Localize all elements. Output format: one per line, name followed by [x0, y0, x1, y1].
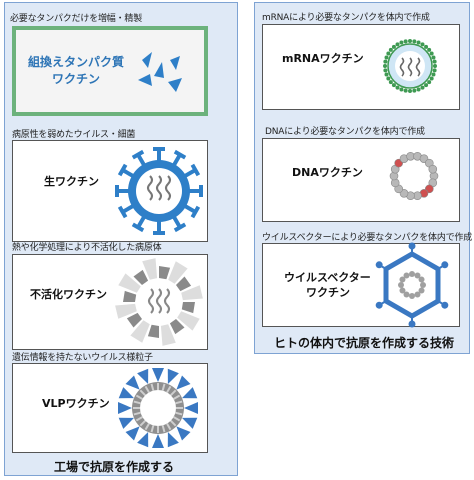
caption-recombinant: 必要なタンパクだけを増幅・精製: [10, 14, 143, 24]
recombinant-label-line2: ワクチン: [52, 72, 101, 86]
left-footer: 工場で抗原を作成する: [54, 460, 175, 474]
recombinant-label-line1: 組換えタンパク質: [28, 55, 125, 69]
dna-vaccine-label: DNAワクチン: [292, 166, 363, 179]
vector-label-line2: ワクチン: [306, 286, 350, 299]
card-recombinant: [12, 26, 208, 116]
live-virus-icon: [115, 147, 203, 235]
inactivated-virus-icon: [115, 258, 203, 346]
protein-fragments-icon: [138, 52, 182, 92]
caption-mrna: mRNAにより必要なタンパクを体内で作成: [262, 13, 430, 23]
caption-live: 病原性を弱めたウイルス・細菌: [12, 130, 136, 140]
vector-label-line1: ウイルスベクター: [284, 271, 371, 284]
caption-vlp: 遺伝情報を持たないウイルス様粒子: [12, 353, 153, 363]
inactivated-vaccine-label: 不活化ワクチン: [30, 288, 107, 301]
caption-vector: ウイルスベクターにより必要なタンパクを体内で作成: [262, 233, 473, 243]
lipid-nanoparticle-icon: [383, 39, 437, 93]
viral-vector-icon: [375, 242, 449, 328]
right-footer: ヒトの体内で抗原を作成する技術: [274, 336, 455, 350]
caption-inactivated: 熱や化学処理により不活化した病原体: [12, 243, 162, 253]
card-dna: [262, 138, 460, 222]
mrna-vaccine-label: mRNAワクチン: [282, 52, 364, 65]
vlp-particle-icon: [118, 368, 198, 448]
caption-dna: DNAにより必要なタンパクを体内で作成: [265, 127, 425, 137]
vlp-vaccine-label: VLPワクチン: [42, 397, 110, 410]
live-vaccine-label: 生ワクチン: [44, 175, 99, 188]
dna-plasmid-icon: [389, 152, 439, 200]
